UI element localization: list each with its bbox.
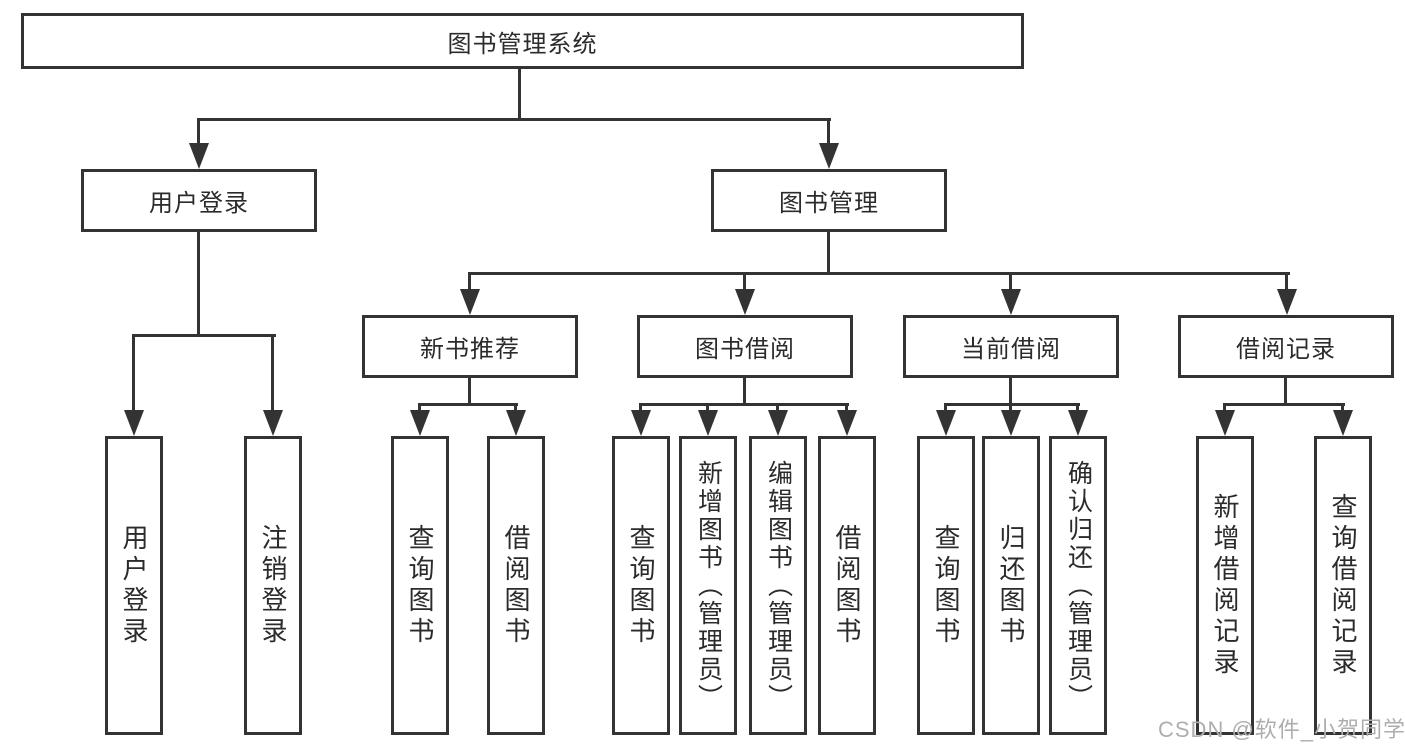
leaf-query-borrow-record: 查询借阅记录: [1314, 436, 1372, 735]
connector-new-book-rec-stem: [468, 378, 471, 406]
node-book-management: 图书管理: [711, 169, 947, 232]
connector-drop-leaf: [1341, 403, 1344, 415]
arrowhead-down-icon: [768, 410, 788, 436]
leaf-add-borrow-record: 新增借阅记录: [1196, 436, 1254, 735]
arrowhead-down-icon: [460, 289, 480, 315]
arrowhead-down-icon: [837, 410, 857, 436]
leaf-add-books-admin: 新增图书（管理员）: [679, 436, 737, 735]
leaf-query-books-borrowing: 查询图书: [612, 436, 670, 735]
arrowhead-down-icon: [410, 410, 430, 436]
node-label: 当前借阅: [961, 336, 1061, 363]
connector-drop-leaf: [845, 403, 848, 415]
node-label: 编辑图书（管理员）: [764, 459, 793, 712]
node-label: 图书借阅: [695, 336, 795, 363]
node-label: 新增图书（管理员）: [694, 459, 723, 712]
connector-drop-leaf: [1009, 403, 1012, 415]
csdn-watermark: CSDN @软件_小贺同学: [1158, 717, 1405, 742]
node-borrowing-records: 借阅记录: [1178, 315, 1394, 378]
arrowhead-down-icon: [189, 143, 209, 169]
leaf-confirm-return-admin: 确认归还（管理员）: [1049, 436, 1107, 735]
arrowhead-down-icon: [631, 410, 651, 436]
node-root-library-management-system: 图书管理系统: [21, 13, 1024, 69]
connector-borrow-record-stem: [1284, 378, 1287, 406]
arrowhead-down-icon: [735, 289, 755, 315]
connector-drop-new-book-rec: [468, 272, 471, 290]
arrowhead-down-icon: [1333, 410, 1353, 436]
node-label: 新书推荐: [420, 336, 520, 363]
connector-user-login-stem: [197, 232, 200, 336]
node-label: 用户登录: [149, 190, 249, 217]
connector-current-borrow-stem: [1009, 378, 1012, 406]
node-label: 借阅图书: [501, 523, 531, 648]
node-user-login: 用户登录: [81, 169, 317, 232]
node-label: 用户登录: [119, 523, 149, 648]
connector-drop-leaf-login: [132, 334, 135, 412]
connector-drop-leaf: [1076, 403, 1079, 415]
node-label: 确认归还（管理员）: [1064, 459, 1093, 712]
connector-user-login-bus: [132, 334, 276, 337]
arrowhead-down-icon: [506, 410, 526, 436]
node-label: 归还图书: [996, 523, 1026, 648]
connector-drop-user-login: [197, 118, 200, 148]
node-label: 查询图书: [626, 523, 656, 648]
connector-drop-leaf: [639, 403, 642, 415]
arrowhead-down-icon: [1068, 410, 1088, 436]
leaf-return-books: 归还图书: [982, 436, 1040, 735]
arrowhead-down-icon: [819, 143, 839, 169]
leaf-user-login: 用户登录: [105, 436, 163, 735]
arrowhead-down-icon: [1001, 410, 1021, 436]
connector-book-mgmt-stem: [827, 232, 830, 275]
leaf-logout: 注销登录: [244, 436, 302, 735]
connector-drop-book-mgmt: [827, 118, 830, 148]
leaf-borrow-books: 借阅图书: [818, 436, 876, 735]
arrowhead-down-icon: [263, 410, 283, 436]
connector-book-borrow-bus: [639, 403, 849, 406]
connector-drop-book-borrow: [743, 272, 746, 290]
connector-drop-leaf: [514, 403, 517, 415]
arrowhead-down-icon: [1001, 289, 1021, 315]
node-label: 查询借阅记录: [1328, 492, 1358, 679]
leaf-query-books-recommend: 查询图书: [391, 436, 449, 735]
arrowhead-down-icon: [1215, 410, 1235, 436]
connector-book-borrow-stem: [743, 378, 746, 406]
connector-book-mgmt-bus: [468, 272, 1290, 275]
connector-root-stem: [518, 69, 521, 121]
leaf-borrow-books-recommend: 借阅图书: [487, 436, 545, 735]
connector-drop-leaf-logout: [271, 334, 274, 412]
node-label: 借阅图书: [832, 523, 862, 648]
connector-borrow-record-bus: [1223, 403, 1345, 406]
connector-current-borrow-bus: [944, 403, 1080, 406]
connector-drop-leaf: [418, 403, 421, 415]
connector-drop-leaf: [944, 403, 947, 415]
node-label: 图书管理: [779, 190, 879, 217]
connector-new-book-rec-bus: [418, 403, 518, 406]
node-label: 注销登录: [258, 523, 288, 648]
node-new-book-recommend: 新书推荐: [362, 315, 578, 378]
leaf-query-books-current: 查询图书: [917, 436, 975, 735]
arrowhead-down-icon: [1277, 289, 1297, 315]
connector-drop-current-borrow: [1009, 272, 1012, 290]
arrowhead-down-icon: [698, 410, 718, 436]
connector-drop-borrow-record: [1285, 272, 1288, 290]
arrowhead-down-icon: [124, 410, 144, 436]
node-label: 借阅记录: [1236, 336, 1336, 363]
connector-drop-leaf: [776, 403, 779, 415]
leaf-edit-books-admin: 编辑图书（管理员）: [749, 436, 807, 735]
node-label: 图书管理系统: [447, 30, 598, 58]
node-label: 新增借阅记录: [1210, 492, 1240, 679]
node-label: 查询图书: [405, 523, 435, 648]
connector-drop-leaf: [706, 403, 709, 415]
node-current-borrowing: 当前借阅: [903, 315, 1119, 378]
node-book-borrowing: 图书借阅: [637, 315, 853, 378]
arrowhead-down-icon: [936, 410, 956, 436]
node-label: 查询图书: [931, 523, 961, 648]
connector-drop-leaf: [1223, 403, 1226, 415]
connector-root-bus: [197, 118, 831, 121]
